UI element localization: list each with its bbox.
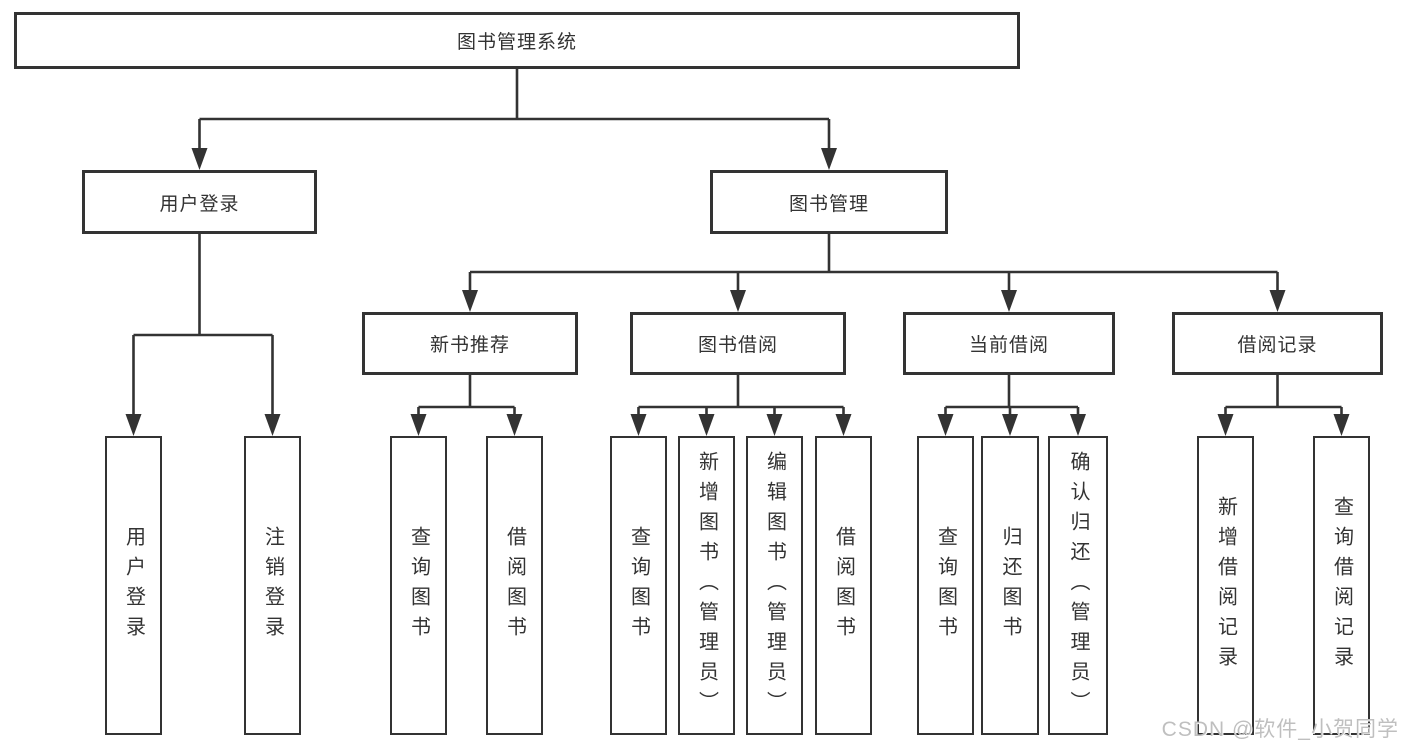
leaf-user-login-label: 用户登录 [122,525,145,646]
leaf-borrowing-edit-books-admin: 编辑图书（管理员） [746,436,803,735]
leaf-recommend-query-books-label: 查询图书 [407,525,430,646]
leaf-records-add-borrow-record-label: 新增借阅记录 [1214,495,1237,676]
leaf-recommend-query-books: 查询图书 [390,436,447,735]
node-current-borrowing: 当前借阅 [903,312,1115,375]
node-new-book-recommend: 新书推荐 [362,312,578,375]
node-current-borrowing-label: 当前借阅 [968,335,1049,356]
leaf-borrowing-borrow-books-label: 借阅图书 [832,525,855,646]
node-borrow-records-label: 借阅记录 [1237,335,1318,356]
leaf-borrowing-query-books: 查询图书 [610,436,667,735]
leaf-borrowing-add-books-admin: 新增图书（管理员） [678,436,735,735]
leaf-borrowing-query-books-label: 查询图书 [627,525,650,646]
leaf-current-confirm-return-admin: 确认归还（管理员） [1048,436,1108,735]
leaf-logout: 注销登录 [244,436,301,735]
leaf-borrowing-add-books-admin-label: 新增图书（管理员） [695,450,718,721]
leaf-current-query-books: 查询图书 [917,436,974,735]
leaf-logout-label: 注销登录 [261,525,284,646]
leaf-current-return-books-label: 归还图书 [999,525,1021,646]
node-book-borrowing: 图书借阅 [630,312,846,375]
leaf-records-query-borrow-record-label: 查询借阅记录 [1330,495,1353,676]
root-node-label: 图书管理系统 [456,32,577,53]
csdn-watermark: CSDN @软件_小贺同学 [1161,718,1399,741]
leaf-records-add-borrow-record: 新增借阅记录 [1197,436,1254,735]
arrowheads [125,148,1350,436]
node-new-book-recommend-label: 新书推荐 [429,335,510,356]
node-book-management-label: 图书管理 [788,193,869,215]
node-user-login-label: 用户登录 [159,193,240,215]
leaf-user-login: 用户登录 [105,436,162,735]
node-book-borrowing-label: 图书借阅 [697,335,778,356]
leaf-borrowing-borrow-books: 借阅图书 [815,436,872,735]
leaf-current-return-books: 归还图书 [981,436,1039,735]
leaf-borrowing-edit-books-admin-label: 编辑图书（管理员） [763,450,786,721]
node-user-login: 用户登录 [82,170,317,234]
leaf-records-query-borrow-record: 查询借阅记录 [1313,436,1370,735]
leaf-recommend-borrow-books: 借阅图书 [486,436,543,735]
leaf-recommend-borrow-books-label: 借阅图书 [503,525,526,646]
root-node-library-management-system: 图书管理系统 [14,12,1020,69]
leaf-current-query-books-label: 查询图书 [934,525,957,646]
node-borrow-records: 借阅记录 [1172,312,1383,375]
leaf-current-confirm-return-admin-label: 确认归还（管理员） [1067,450,1089,721]
node-book-management: 图书管理 [710,170,948,234]
